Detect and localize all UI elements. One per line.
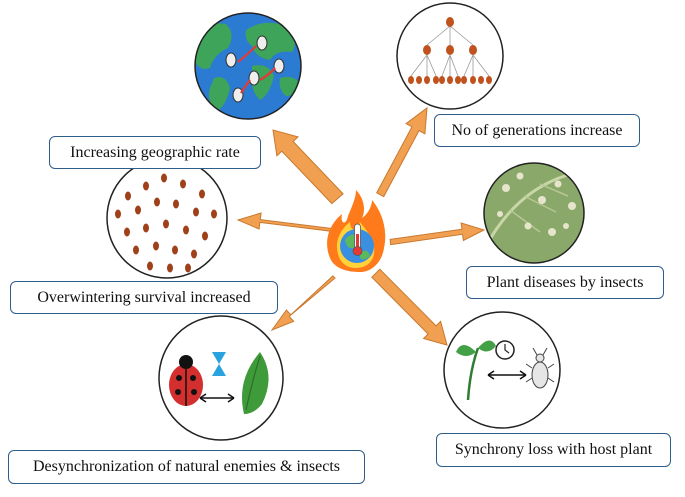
label-generations-increase: No of generations increase (434, 114, 640, 147)
insect-icon (273, 58, 285, 74)
label-desynchronization: Desynchronization of natural enemies & i… (8, 450, 365, 484)
clock-plant-insect-icon (443, 311, 561, 429)
label-synchrony-loss: Synchrony loss with host plant (436, 433, 671, 467)
insect-tree-icon (396, 2, 504, 110)
arrow-to-diseases (389, 222, 486, 246)
arrow-to-overwintering (236, 212, 333, 232)
arrow-to-generations (376, 106, 428, 198)
insect-icon (256, 35, 268, 51)
ladybug-leaf-icon (158, 315, 284, 441)
label-plant-diseases: Plant diseases by insects (466, 266, 664, 299)
insect-icon (232, 87, 244, 103)
insect-swarm-icon (106, 157, 228, 279)
label-increasing-geographic-rate: Increasing geographic rate (49, 136, 261, 169)
label-overwintering-survival: Overwintering survival increased (10, 281, 278, 314)
globe-warming-icon (327, 190, 386, 272)
insect-icon (225, 52, 237, 68)
arrows (236, 106, 486, 346)
world-map-icon (194, 12, 302, 120)
arrow-to-synchrony (371, 268, 448, 346)
insect-icon (248, 70, 260, 86)
arrow-to-desync (270, 275, 336, 332)
arrow-to-geographic (272, 129, 344, 205)
leaf-disease-icon (483, 162, 585, 264)
